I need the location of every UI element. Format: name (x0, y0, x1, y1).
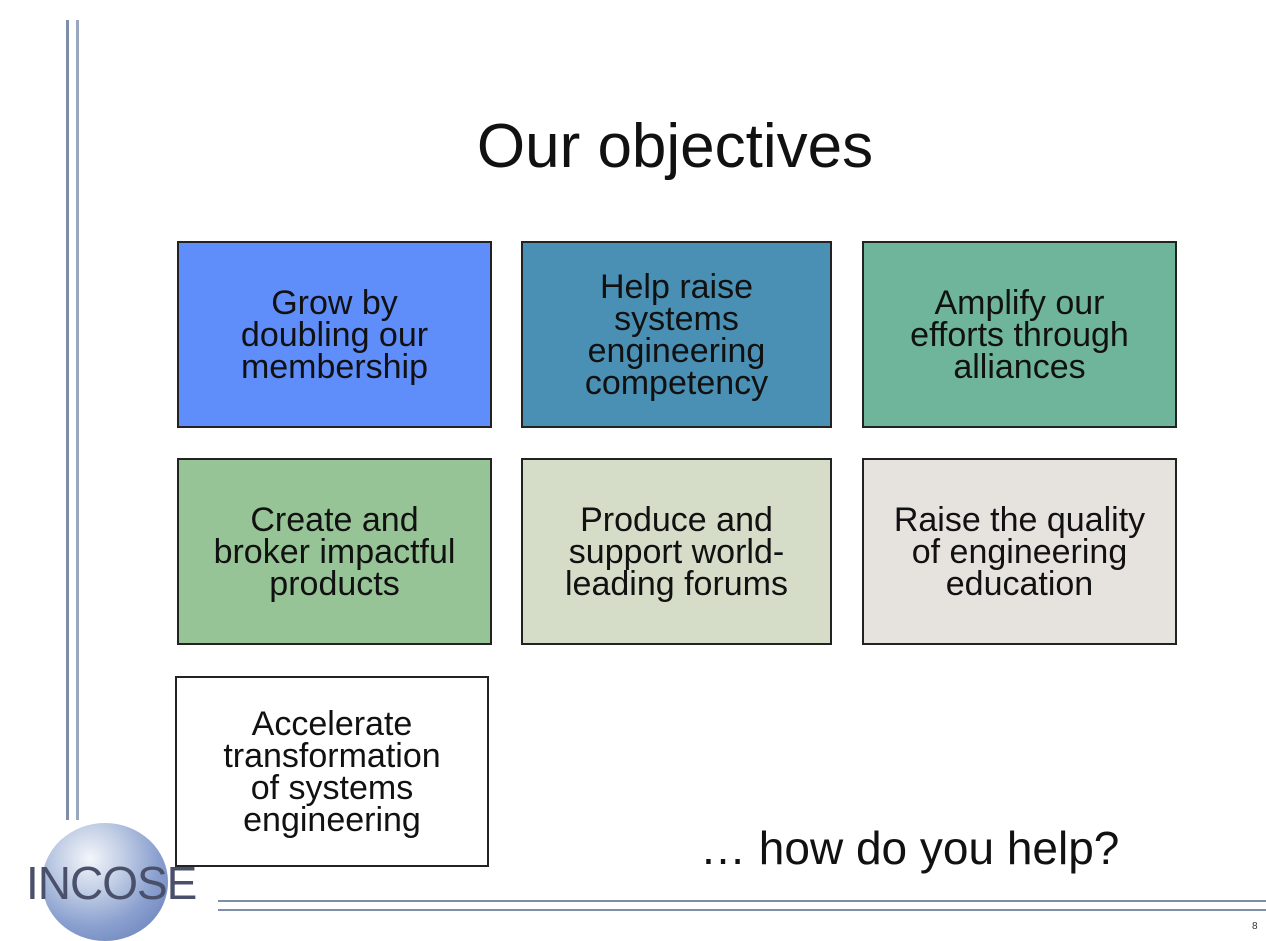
slide-title: Our objectives (476, 112, 874, 181)
objective-box-transformation: Accelerate transformation of systems eng… (175, 676, 489, 867)
footer-divider-line-lower (218, 909, 1266, 911)
incose-logo: INCOSE (26, 857, 197, 909)
objective-text: Raise the quality of engineering educati… (893, 500, 1146, 603)
page-number: 8 (1252, 921, 1258, 932)
objective-text: Grow by doubling our membership (240, 283, 429, 386)
objective-box-alliances: Amplify our efforts through alliances (862, 241, 1177, 428)
objective-text: Create and broker impactful products (213, 500, 456, 603)
objective-box-education: Raise the quality of engineering educati… (862, 458, 1177, 645)
globe-icon (42, 823, 168, 941)
objective-box-products: Create and broker impactful products (177, 458, 492, 645)
objective-box-competency: Help raise systems engineering competenc… (521, 241, 832, 428)
closing-question: … how do you help? (700, 822, 1120, 874)
objective-text: Amplify our efforts through alliances (910, 283, 1129, 386)
left-border-line-inner (76, 20, 79, 820)
objective-text: Produce and support world- leading forum… (564, 500, 788, 603)
objective-box-grow: Grow by doubling our membership (177, 241, 492, 428)
objective-box-forums: Produce and support world- leading forum… (521, 458, 832, 645)
objective-text: Help raise systems engineering competenc… (584, 267, 769, 402)
objective-text: Accelerate transformation of systems eng… (223, 704, 441, 839)
left-border-line (66, 20, 69, 820)
footer-divider-line (218, 900, 1266, 902)
